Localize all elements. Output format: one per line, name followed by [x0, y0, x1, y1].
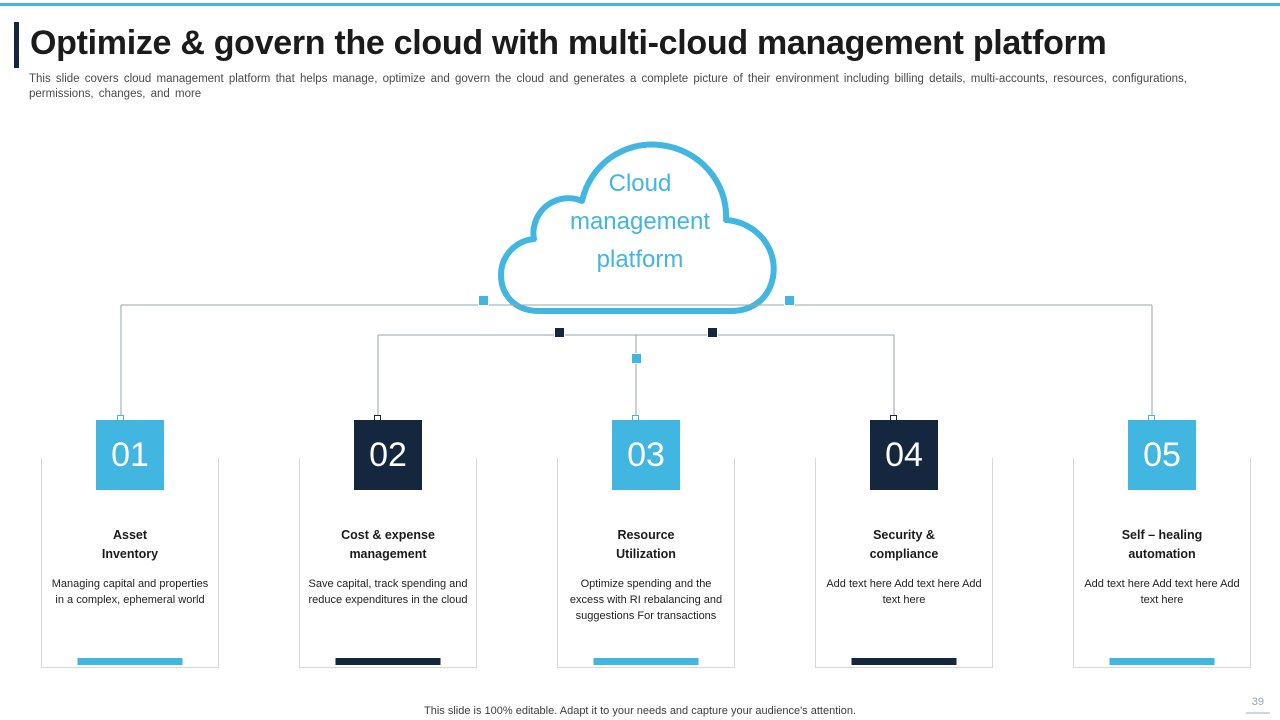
card-03-box: [557, 458, 735, 668]
connector-handle-inner-right[interactable]: [707, 327, 718, 338]
card-01[interactable]: 01 Asset Inventory Managing capital and …: [41, 420, 219, 668]
connector-handle-left[interactable]: [478, 295, 489, 306]
page-number-rule: [1246, 712, 1270, 714]
footer-note: This slide is 100% editable. Adapt it to…: [424, 705, 856, 717]
card-02-title-line-2: management: [349, 547, 427, 561]
card-03-number-badge: 03: [612, 420, 680, 490]
cloud-icon: [498, 141, 777, 314]
card-01-title: Asset Inventory: [49, 526, 211, 564]
card-04-underline: [851, 658, 957, 665]
card-05-underline: [1109, 658, 1215, 665]
card-03-number: 03: [627, 435, 665, 474]
connector-handle-center[interactable]: [631, 353, 642, 364]
cloud-label: Cloud management platform: [495, 165, 785, 279]
card-01-number: 01: [111, 435, 149, 474]
card-05-body: Add text here Add text here Add text her…: [1084, 578, 1240, 606]
cloud-shape: Cloud management platform: [495, 115, 785, 320]
card-04-body: Add text here Add text here Add text her…: [826, 578, 982, 606]
card-04-number-badge: 04: [870, 420, 938, 490]
card-05[interactable]: 05 Self – healing automation Add text he…: [1073, 420, 1251, 668]
cloud-label-line-3: platform: [596, 246, 684, 273]
card-04-title: Security & compliance: [823, 526, 985, 564]
page-number: 39: [1251, 696, 1264, 708]
card-03-title: Resource Utilization: [565, 526, 727, 564]
top-accent-bar-inner: [0, 0, 1280, 3]
cloud-label-line-1: Cloud: [608, 170, 672, 197]
card-02-title-line-1: Cost & expense: [341, 528, 435, 542]
card-03-underline: [593, 658, 699, 665]
card-04-box: [815, 458, 993, 668]
card-03-title-line-1: Resource: [617, 528, 675, 542]
connector-handle-inner-left[interactable]: [554, 327, 565, 338]
card-01-title-line-2: Inventory: [101, 547, 159, 561]
connector-handle-right[interactable]: [784, 295, 795, 306]
card-04-number: 04: [885, 435, 923, 474]
card-05-box: [1073, 458, 1251, 668]
card-01-box: [41, 458, 219, 668]
card-03[interactable]: 03 Resource Utilization Optimize spendin…: [557, 420, 735, 668]
page-subtitle: This slide covers cloud management platf…: [29, 73, 1187, 100]
card-04-title-line-2: compliance: [869, 547, 939, 561]
card-02-title: Cost & expense management: [307, 526, 469, 564]
card-02-number-badge: 02: [354, 420, 422, 490]
card-01-title-line-1: Asset: [112, 528, 148, 542]
top-accent-bar: [0, 0, 1280, 6]
title-accent-mark: [14, 22, 19, 68]
card-05-number: 05: [1143, 435, 1181, 474]
card-02-body: Save capital, track spending and reduce …: [308, 578, 468, 606]
card-02[interactable]: 02 Cost & expense management Save capita…: [299, 420, 477, 668]
cloud-label-line-2: management: [569, 208, 711, 235]
card-01-number-badge: 01: [96, 420, 164, 490]
card-04[interactable]: 04 Security & compliance Add text here A…: [815, 420, 993, 668]
card-03-title-line-2: Utilization: [616, 547, 676, 561]
card-05-number-badge: 05: [1128, 420, 1196, 490]
card-02-number: 02: [369, 435, 407, 474]
card-05-title: Self – healing automation: [1081, 526, 1243, 564]
card-01-underline: [77, 658, 183, 665]
card-05-title-line-2: automation: [1128, 547, 1196, 561]
card-05-title-line-1: Self – healing: [1121, 528, 1203, 542]
card-02-box: [299, 458, 477, 668]
card-01-body: Managing capital and properties in a com…: [51, 578, 209, 606]
card-02-underline: [335, 658, 441, 665]
card-03-body: Optimize spending and the excess with RI…: [569, 578, 723, 622]
card-04-title-line-1: Security &: [873, 528, 935, 542]
page-title: Optimize & govern the cloud with multi-c…: [30, 24, 1107, 62]
